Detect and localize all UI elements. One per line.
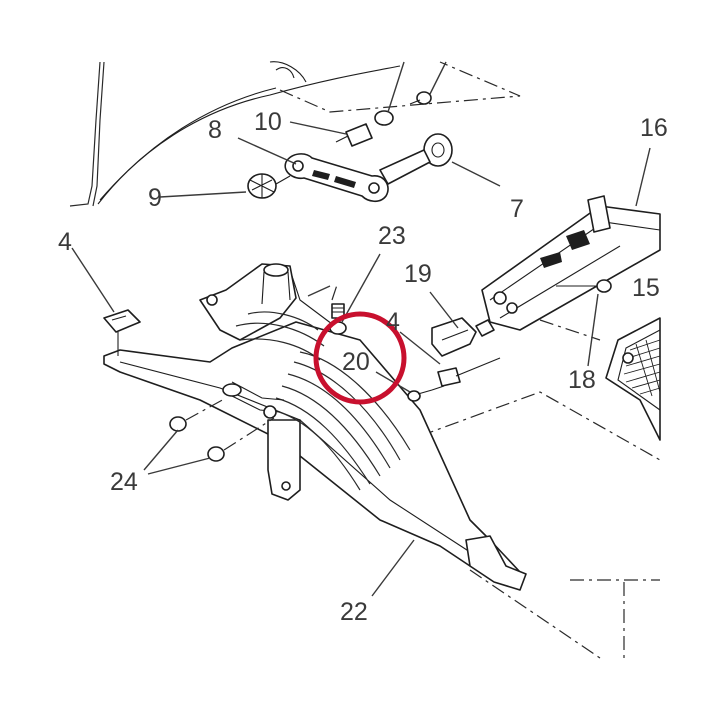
callout-20: 20 (342, 348, 370, 376)
callout-18: 18 (568, 366, 596, 394)
leader-lines (71, 61, 651, 597)
part-7-gear-wheel (379, 133, 453, 185)
part-22-subframe (103, 263, 527, 591)
part-15-bolt (556, 279, 612, 293)
part-9-gear (247, 173, 291, 199)
part-20-screw-and-washer (407, 357, 501, 402)
callout-15: 15 (632, 274, 660, 302)
callout-23: 23 (378, 222, 406, 250)
assembly-dashdot-lines (279, 61, 661, 659)
callout-4-right: 4 (386, 308, 400, 336)
part-8-link-arm (284, 153, 389, 203)
part-24-nuts (169, 397, 275, 462)
callout-19: 19 (404, 260, 432, 288)
part-4-clip-left (103, 309, 141, 356)
body-panel-outline (69, 61, 401, 207)
part-10-pin (335, 91, 432, 147)
callout-10: 10 (254, 108, 282, 136)
callout-9: 9 (148, 184, 162, 212)
callout-7: 7 (510, 195, 524, 223)
callout-22: 22 (340, 598, 368, 626)
callout-4-left: 4 (58, 228, 72, 256)
callout-24: 24 (110, 468, 138, 496)
highlight-circle (313, 311, 407, 405)
callout-8: 8 (208, 116, 222, 144)
callout-labels: 4 9 8 10 7 16 15 18 19 23 4 20 24 22 (58, 108, 668, 626)
callout-16: 16 (640, 114, 668, 142)
grille-panel (605, 317, 661, 441)
part-16-beam (481, 195, 661, 331)
part-19-bracket (431, 317, 495, 357)
